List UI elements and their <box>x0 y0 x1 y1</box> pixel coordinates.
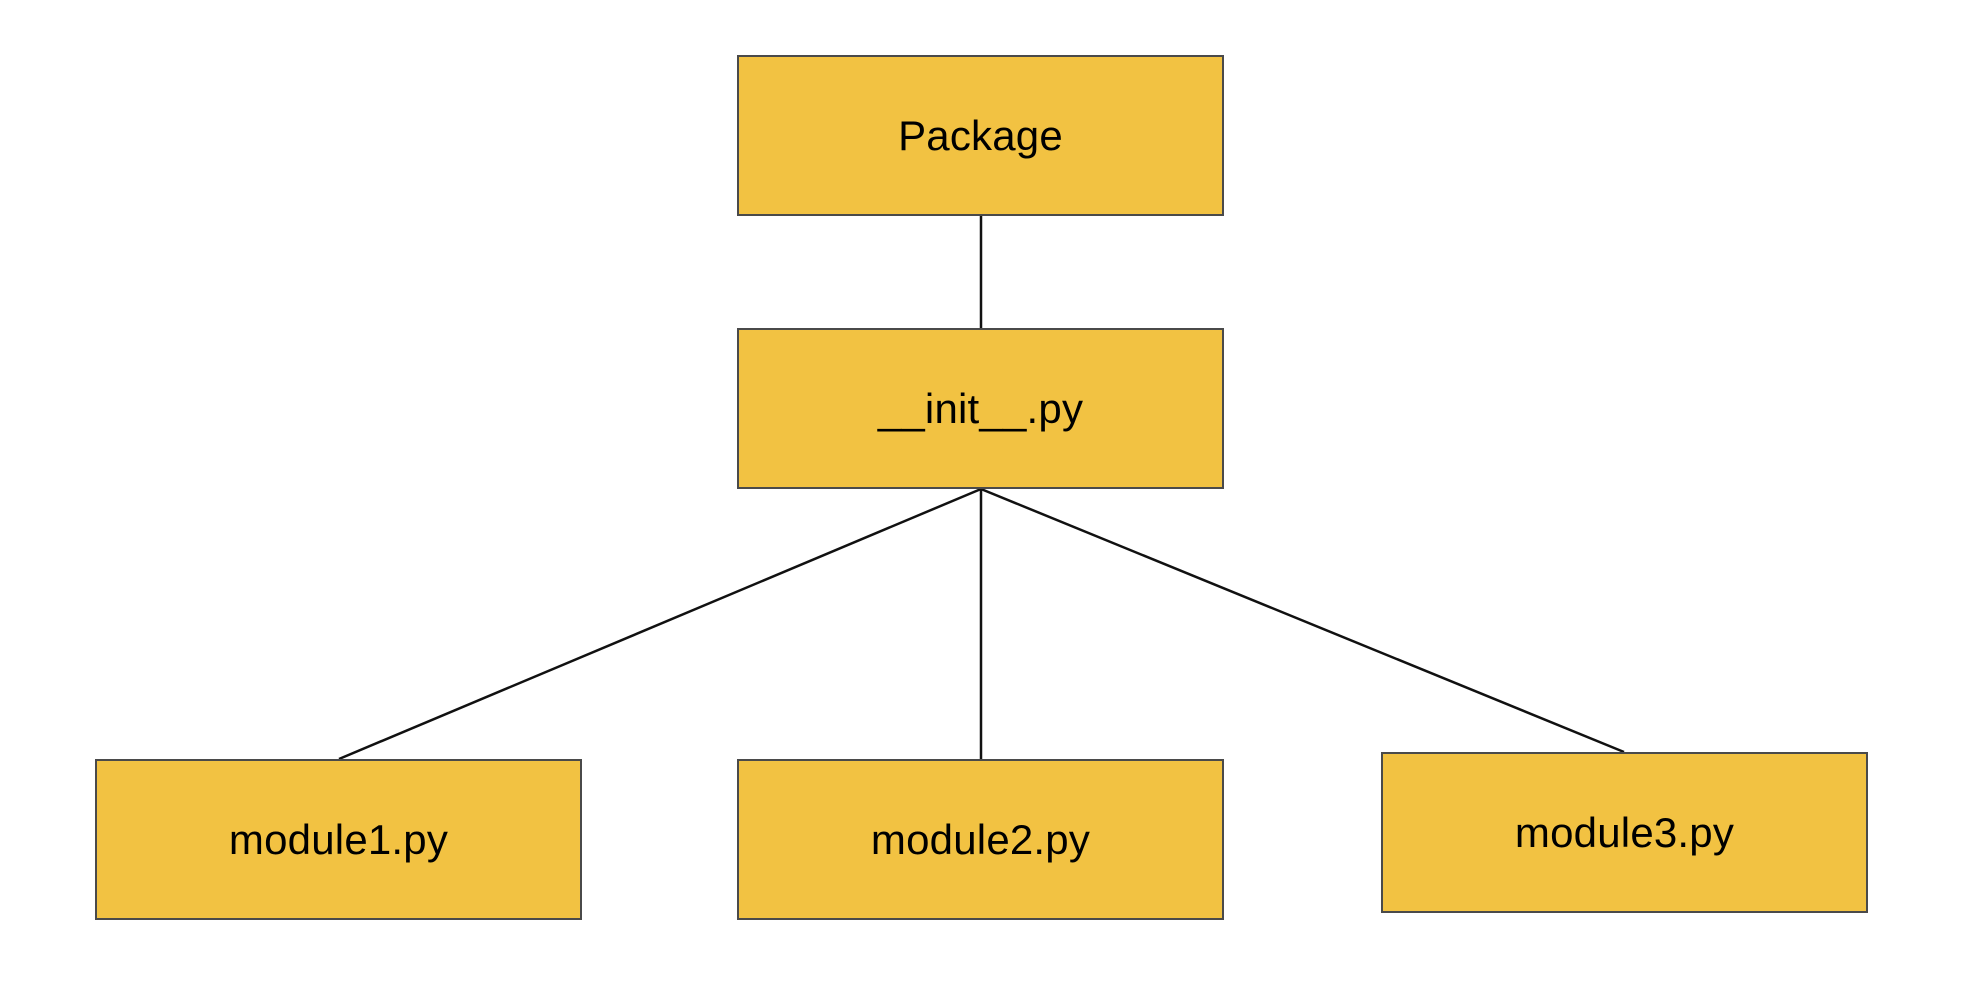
node-module3-py: module3.py <box>1381 752 1868 913</box>
node-package: Package <box>737 55 1224 216</box>
node-module3-py-label: module3.py <box>1514 808 1735 856</box>
node-module1-py-label: module1.py <box>228 815 449 863</box>
edge-init-to-module3 <box>980 487 1625 754</box>
edge-init-to-module1 <box>338 487 982 761</box>
node-module2-py-label: module2.py <box>870 815 1091 863</box>
node-package-label: Package <box>898 111 1063 159</box>
node-module2-py: module2.py <box>737 759 1224 920</box>
node-init-py: __init__.py <box>737 328 1224 489</box>
node-init-py-label: __init__.py <box>877 384 1084 432</box>
node-module1-py: module1.py <box>95 759 582 920</box>
